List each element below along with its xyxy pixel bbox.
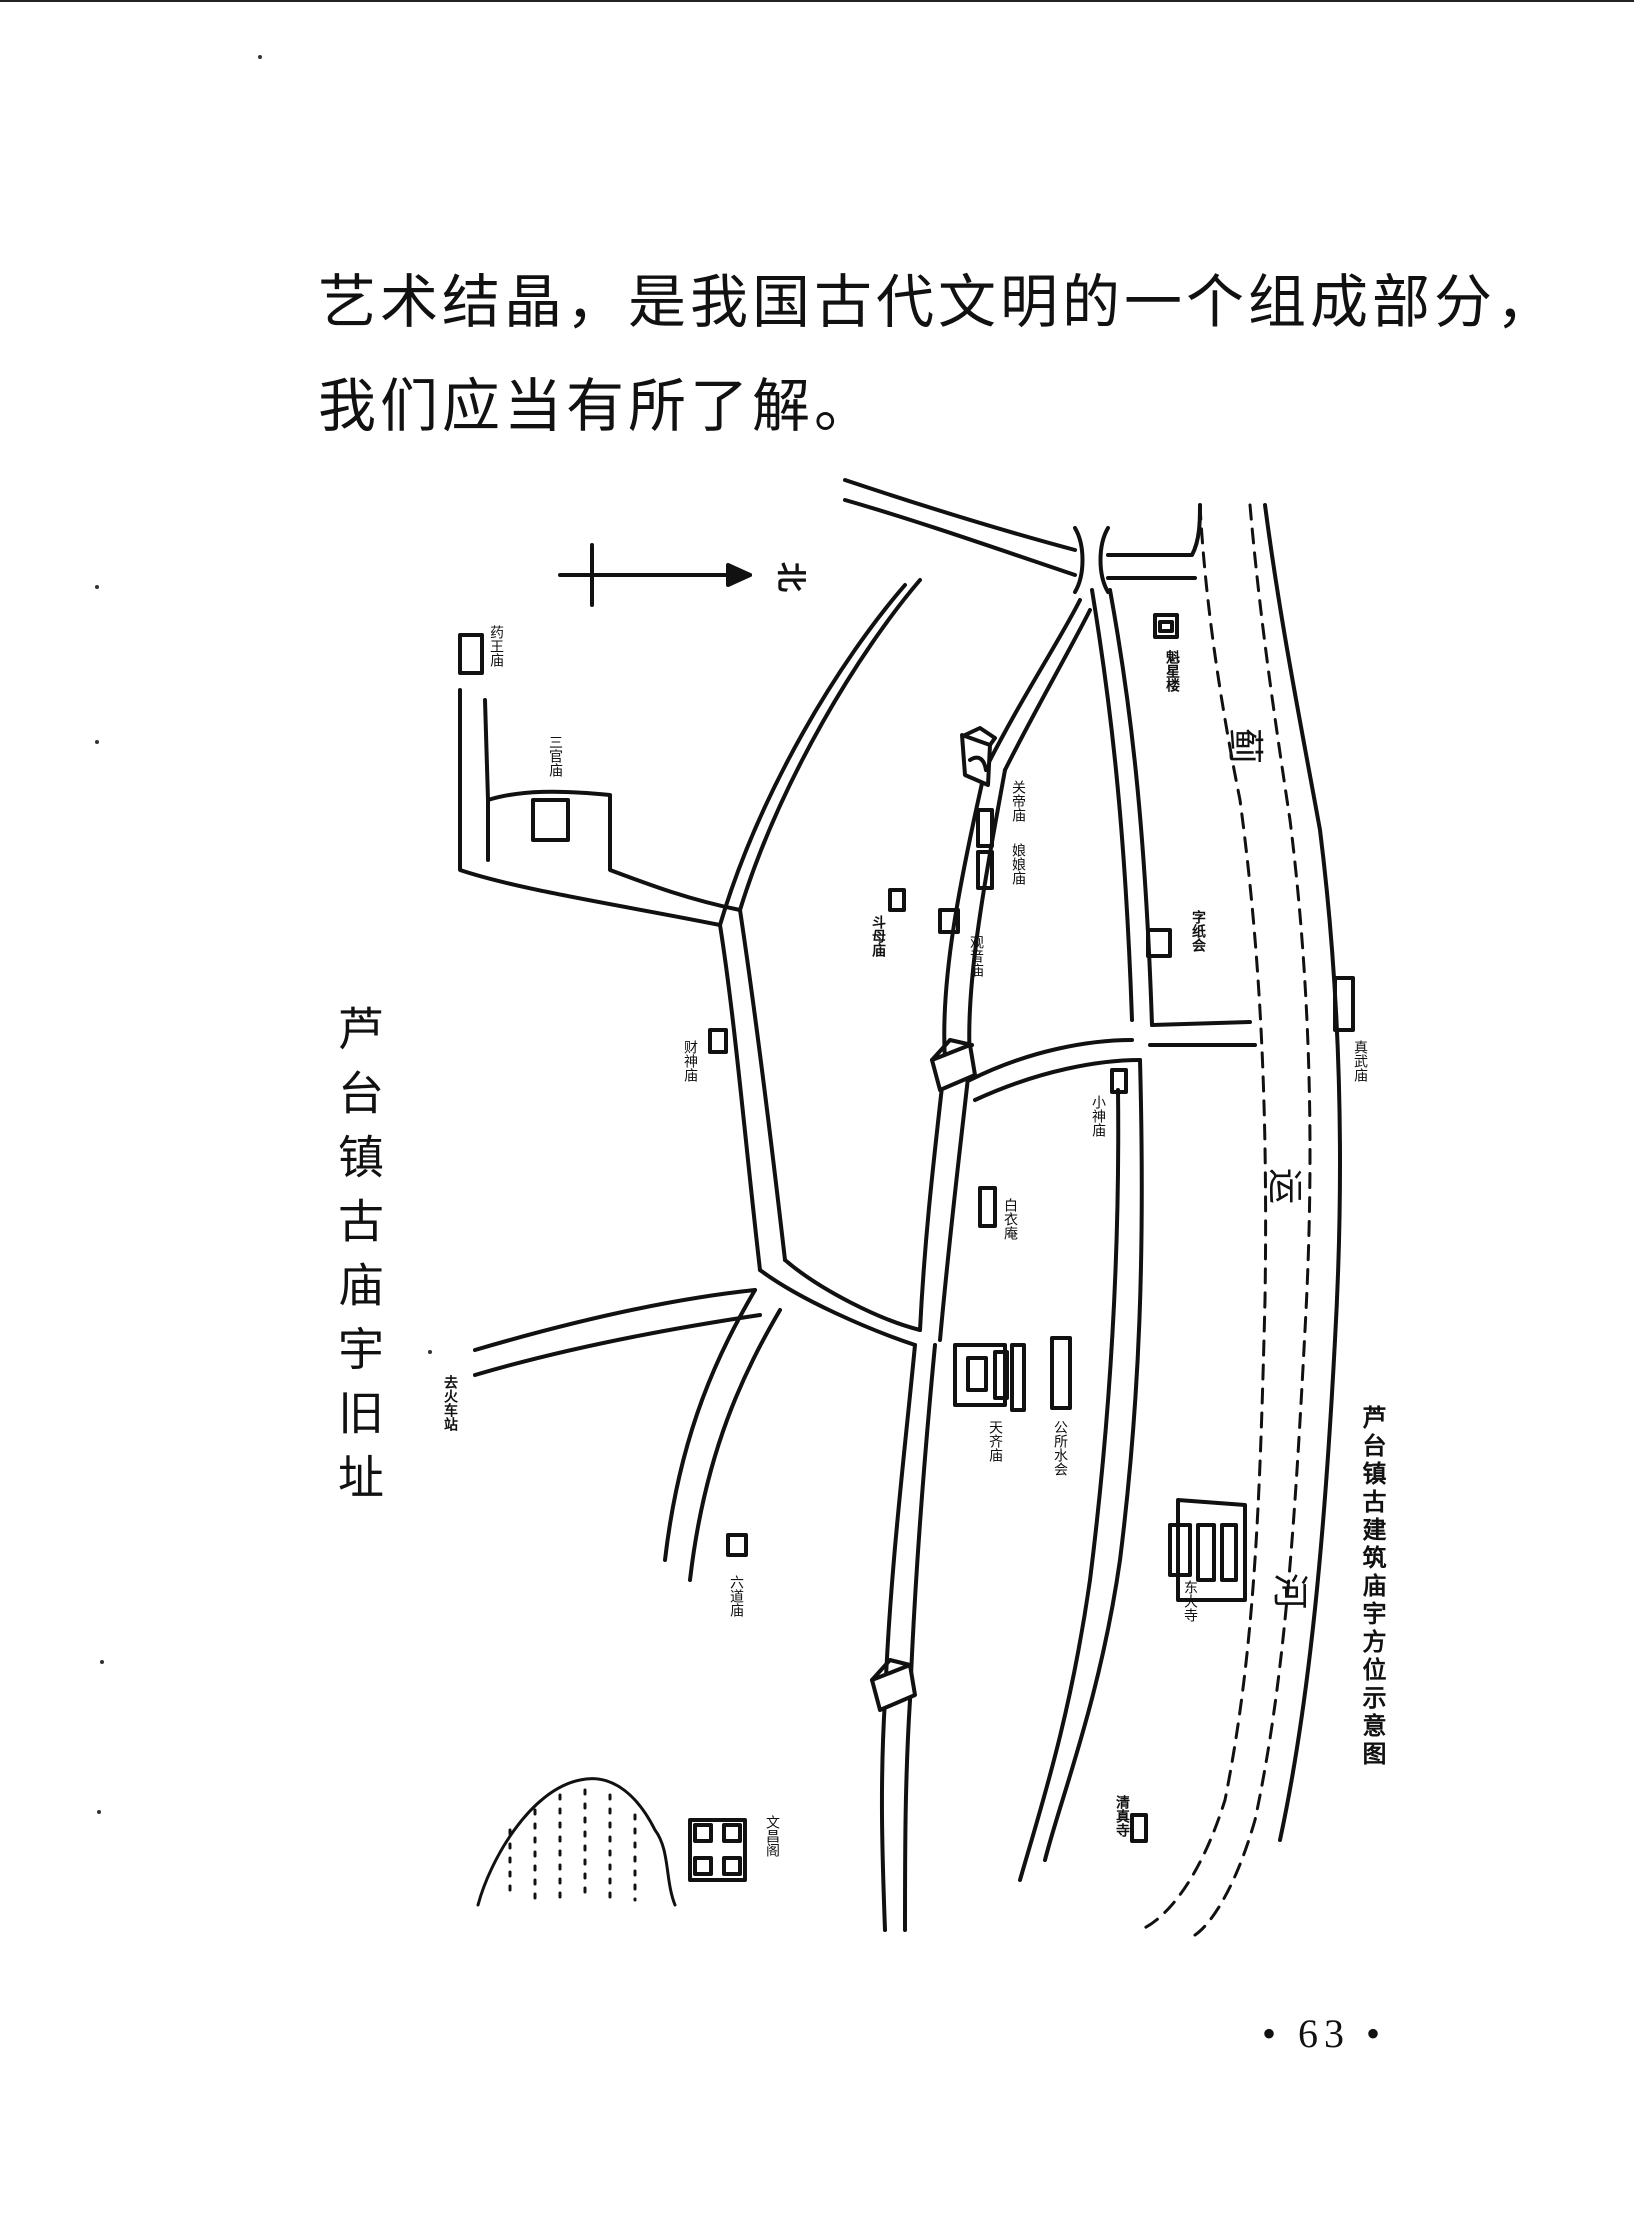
label-guandi-temple: 关帝庙 (1010, 780, 1026, 822)
label-tianqi-temple: 天齐庙 (987, 1420, 1003, 1462)
zhenwu-temple-marker (1333, 976, 1355, 1032)
gate-middle (930, 1038, 977, 1092)
west-roads (458, 578, 922, 1272)
inner-gate-road (918, 598, 1092, 1342)
label-sanguan-temple: 三官庙 (547, 735, 563, 777)
wenchang-pavilion-marker (688, 1818, 747, 1882)
river-char-ji: 蓟 (1224, 727, 1266, 765)
pond-hatch (476, 1777, 677, 1907)
compass-north-label: 北 (777, 556, 807, 591)
center-crossroads (473, 1258, 937, 1702)
kuixing-tower-marker (1153, 613, 1179, 639)
label-caishen-temple: 财神庙 (682, 1040, 698, 1082)
label-dongda-temple: 东大寺 (1182, 1580, 1198, 1622)
compass-arrow (558, 543, 752, 607)
label-niangniang-temple: 娘娘庙 (1010, 843, 1026, 885)
yaowang-temple-marker (458, 633, 484, 675)
north-bridge (1073, 526, 1110, 594)
label-xiaoshen-temple: 小神庙 (1090, 1095, 1106, 1137)
label-yaowang-temple: 药王庙 (488, 625, 504, 667)
river-char-yun: 运 (1264, 1167, 1306, 1205)
niangniang-temple-marker (976, 850, 994, 890)
doumu-temple-marker (888, 888, 906, 912)
label-baiyi-nunnery: 白衣庵 (1002, 1198, 1018, 1240)
ji-canal (1138, 503, 1342, 1937)
label-zhenwu-temple: 真武庙 (1352, 1040, 1368, 1082)
south-road (879, 1698, 912, 1932)
label-wenchang-pavilion: 文昌阁 (764, 1815, 780, 1857)
body-paragraph: 艺术结晶，是我国古代文明的一个组成部分， 我们应当有所了解。 (318, 250, 1559, 458)
kuixing-inner-marker (1158, 620, 1174, 633)
scan-speck (95, 740, 99, 744)
baiyi-nunnery-marker (978, 1186, 997, 1228)
label-to-railway-station: 去火车站 (442, 1375, 458, 1431)
map-main-title: 芦台镇古庙宇旧址 (331, 1005, 385, 1517)
sanguan-temple-marker (531, 798, 570, 842)
tianqi-temple-marker (953, 1343, 1026, 1412)
map-side-title: 芦台镇古建筑庙宇方位示意图 (1358, 1405, 1386, 1769)
paragraph-line-2: 我们应当有所了解。 (318, 372, 877, 440)
gate-north (960, 726, 997, 787)
guanyin-temple-marker (938, 908, 960, 934)
label-liudao-temple: 六道庙 (728, 1575, 744, 1617)
qingzhen-mosque-marker (1130, 1813, 1148, 1843)
north-road (843, 478, 1202, 580)
label-gongsuo-hall: 公所水会 (1052, 1420, 1068, 1476)
caishen-temple-marker (708, 1028, 728, 1054)
scan-speck (95, 585, 99, 589)
scan-top-edge (0, 0, 1634, 2)
label-kuixing-tower: 魁星楼 (1164, 650, 1180, 692)
label-qingzhen-mosque: 清真寺 (1114, 1795, 1130, 1837)
zizhi-hall-marker (1146, 928, 1172, 958)
label-doumu-temple: 斗母庙 (870, 915, 886, 957)
river-char-he: 河 (1269, 1572, 1311, 1610)
label-zizhi-hall: 字纸会 (1190, 910, 1206, 952)
page-number: • 63 • (1262, 2011, 1387, 2056)
scan-speck (428, 1350, 432, 1354)
scan-speck (97, 1810, 101, 1814)
gate-south (870, 1658, 917, 1712)
paragraph-line-1: 艺术结晶，是我国古代文明的一个组成部分， (318, 268, 1559, 336)
label-guanyin-temple: 观音庙 (968, 935, 984, 977)
guandi-temple-marker (976, 808, 994, 848)
dongda-temple-marker (1168, 1498, 1247, 1602)
liudao-temple-marker (726, 1533, 748, 1557)
xiaoshen-temple-marker (1110, 1068, 1128, 1094)
scan-speck (258, 55, 262, 59)
scan-speck (100, 1660, 104, 1664)
gongsuo-hall-marker (1050, 1336, 1072, 1410)
